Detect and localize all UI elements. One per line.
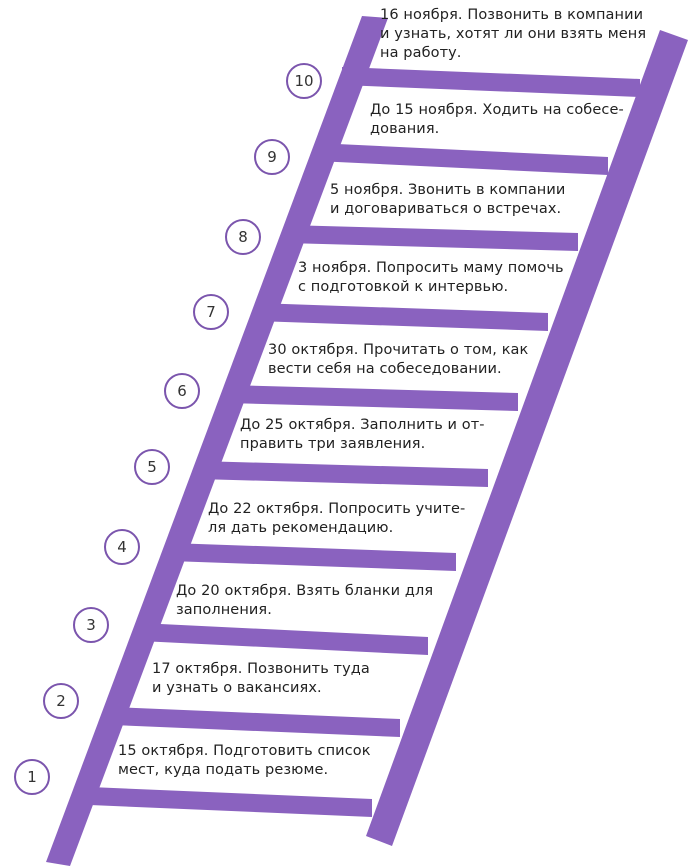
ladder-left-rail [46, 16, 388, 866]
step-7-number-badge: 7 [193, 294, 229, 330]
step-8-number-badge: 8 [225, 219, 261, 255]
ladder-rung [286, 225, 578, 251]
ladder-rungs [90, 67, 640, 817]
step-5-text: До 25 октября. Заполнить и от- править т… [240, 417, 485, 452]
ladder-rung [140, 623, 428, 655]
step-5-number-badge: 5 [134, 449, 170, 485]
step-6-number-badge: 6 [164, 373, 200, 409]
ladder-rung [316, 143, 608, 175]
step-6-text: 30 октября. Прочитать о том, как вести с… [268, 342, 529, 377]
ladder-right-rail [366, 30, 688, 846]
step-7-text: 3 ноября. Попросить маму помочь с подгот… [298, 260, 564, 295]
ladder-rung [256, 303, 548, 331]
ladder-rung [198, 461, 488, 487]
step-8-text: 5 ноября. Звонить в компании и договарив… [330, 182, 566, 217]
step-10-text: 16 ноября. Позвонить в компании и узнать… [380, 7, 647, 61]
step-3-text: До 20 октября. Взять бланки для заполнен… [176, 583, 434, 618]
ladder-rung [342, 67, 640, 97]
ladder-rung [226, 385, 518, 411]
step-2-text: 17 октября. Позвонить туда и узнать о ва… [152, 661, 370, 696]
step-9-text: До 15 ноября. Ходить на собесе- дования. [370, 102, 624, 137]
step-1-text: 15 октября. Подготовить список мест, куд… [118, 743, 371, 778]
step-4-number-badge: 4 [104, 529, 140, 565]
ladder-rung [90, 787, 372, 817]
step-3-number-badge: 3 [73, 607, 109, 643]
step-2-number-badge: 2 [43, 683, 79, 719]
step-4-text: До 22 октября. Попросить учите- ля дать … [208, 501, 466, 536]
ladder-rung [112, 707, 400, 737]
step-9-number-badge: 9 [254, 139, 290, 175]
step-10-number-badge: 10 [286, 63, 322, 99]
step-1-number-badge: 1 [14, 759, 50, 795]
ladder-rung [170, 543, 456, 571]
